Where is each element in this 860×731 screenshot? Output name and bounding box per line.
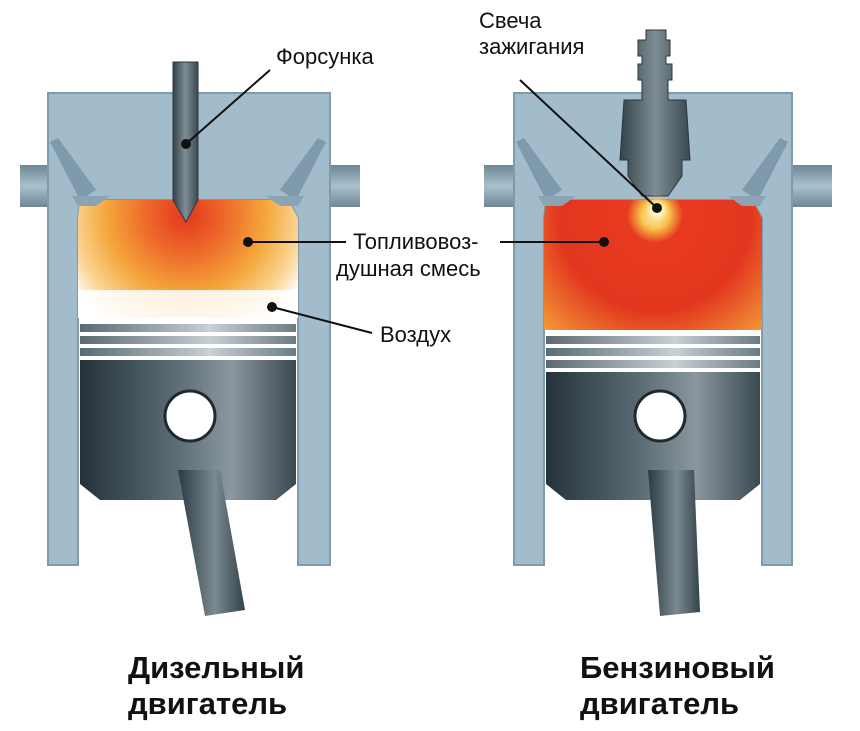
petrol-piston-rings <box>546 336 760 368</box>
diesel-caption-line1: Дизельный <box>128 650 304 685</box>
air-leader <box>271 306 373 334</box>
petrol-left-port <box>484 165 516 207</box>
diesel-fuel-air-mixture <box>78 200 298 318</box>
petrol-intake-valve <box>516 138 576 206</box>
diesel-connecting-rod <box>178 470 245 616</box>
diesel-piston-pin <box>163 389 217 443</box>
air-label: Воздух <box>380 322 451 347</box>
mixture-label-line2: душная смесь <box>336 256 481 281</box>
diesel-left-port <box>20 165 50 207</box>
petrol-spark-plug <box>619 29 691 197</box>
diesel-caption-line2: двигатель <box>128 686 287 721</box>
spark-plug-label-line2: зажигания <box>479 34 584 59</box>
diesel-exhaust-valve <box>266 138 326 206</box>
injector-leader <box>185 69 271 145</box>
leader-dots <box>181 139 662 312</box>
petrol-connecting-rod <box>648 470 700 616</box>
spark-plug-label-line1: Свеча <box>479 8 542 33</box>
diesel-air-region <box>78 290 298 318</box>
mixture-label-line1: Топливовоз- <box>353 229 479 254</box>
diesel-intake-valve <box>50 138 110 206</box>
petrol-engine <box>484 29 832 616</box>
diesel-engine <box>20 61 360 616</box>
petrol-caption-line1: Бензиновый <box>580 650 775 685</box>
diesel-piston-rings <box>80 324 296 356</box>
leader-lines <box>185 69 658 334</box>
petrol-exhaust-valve <box>728 138 788 206</box>
petrol-fuel-air-mixture <box>544 200 762 330</box>
injector-label: Форсунка <box>276 44 374 69</box>
petrol-caption-line2: двигатель <box>580 686 739 721</box>
petrol-right-port <box>790 165 832 207</box>
petrol-piston-pin <box>633 389 687 443</box>
spark-plug-leader <box>519 79 658 209</box>
